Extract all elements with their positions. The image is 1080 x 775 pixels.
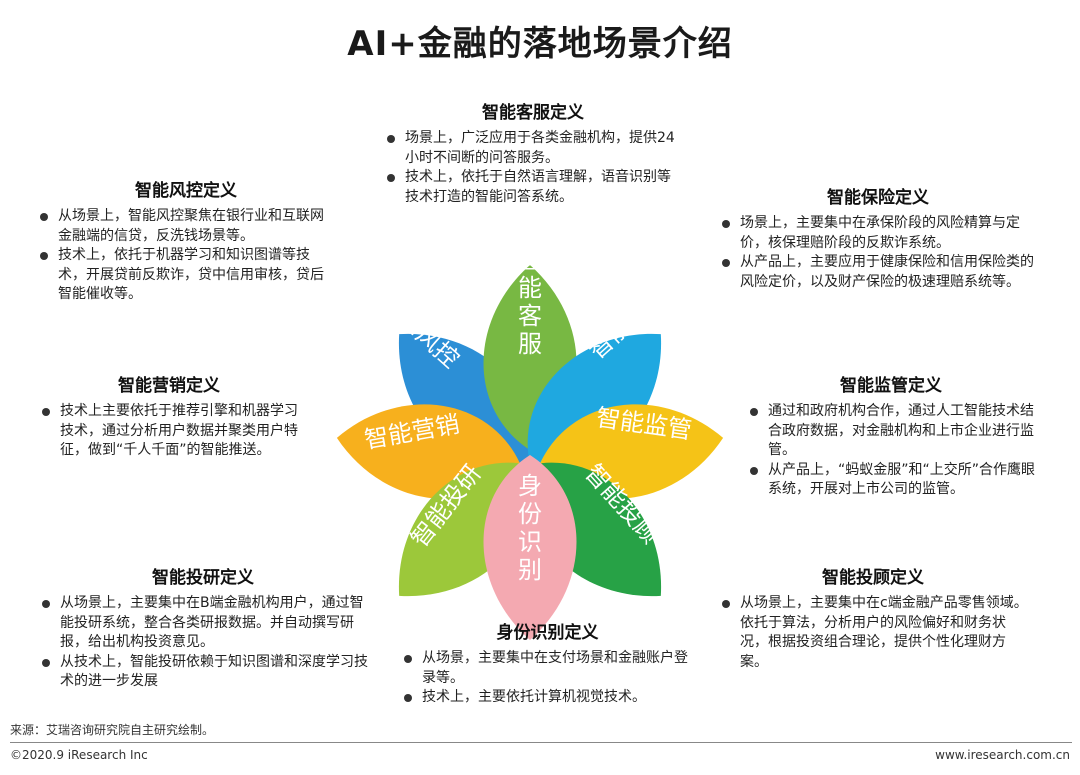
bullet-item: 从产品上，“蚂蚁金服”和“上交所”合作鹰眼系统，开展对上市公司的监管。 [746,461,1036,500]
bullet-item: 技术上，主要依托计算机视觉技术。 [400,688,695,708]
bullet-item: 技术上主要依托于推荐引擎和机器学习技术，通过分析用户数据并聚类用户特征，做到“千… [38,402,300,461]
bullet-item: 场景上，主要集中在承保阶段的风险精算与定价，核保理赔阶段的反欺诈系统。 [718,214,1038,253]
petal-label-kefu-char: 智 [518,246,542,274]
section-fengkong-heading: 智能风控定义 [36,176,336,201]
bullet-item: 场景上，广泛应用于各类金融机构，提供24小时不间断的问答服务。 [383,129,683,168]
section-baoxian-list: 场景上，主要集中在承保阶段的风险精算与定价，核保理赔阶段的反欺诈系统。从产品上，… [718,214,1038,292]
petal-label-shenfen-char: 识 [518,528,542,556]
bullet-item: 从场景上，智能风控聚焦在银行业和互联网金融端的信贷，反洗钱场景等。 [36,207,336,246]
bullet-item: 从场景上，主要集中在c端金融产品零售领域。依托于算法，分析用户的风险偏好和财务状… [718,594,1028,672]
section-yingxiao: 智能营销定义 技术上主要依托于推荐引擎和机器学习技术，通过分析用户数据并聚类用户… [38,371,300,461]
section-kefu-heading: 智能客服定义 [383,98,683,123]
bullet-item: 技术上，依托于自然语言理解，语音识别等技术打造的智能问答系统。 [383,168,683,207]
bullet-item: 从产品上，主要应用于健康保险和信用保险类的风险定价，以及财产保险的极速理赔系统等… [718,253,1038,292]
website-text: www.iresearch.com.cn [935,748,1070,762]
source-note: 来源：艾瑞咨询研究院自主研究绘制。 [10,721,214,738]
section-touyan-heading: 智能投研定义 [38,563,368,588]
bullet-item: 技术上，依托于机器学习和知识图谱等技术，开展贷前反欺诈，贷中信用审核，贷后智能催… [36,246,336,305]
bullet-item: 从场景，主要集中在支付场景和金融账户登录等。 [400,649,695,688]
section-tougu: 智能投顾定义 从场景上，主要集中在c端金融产品零售领域。依托于算法，分析用户的风… [718,563,1028,672]
section-tougu-heading: 智能投顾定义 [718,563,1028,588]
petal-label-kefu: 智 能 客 服 [518,246,542,358]
bullet-item: 从场景上，主要集中在B端金融机构用户，通过智能投研系统，整合各类研报数据。并自动… [38,594,368,653]
section-fengkong-list: 从场景上，智能风控聚焦在银行业和互联网金融端的信贷，反洗钱场景等。技术上，依托于… [36,207,336,305]
section-kefu-list: 场景上，广泛应用于各类金融机构，提供24小时不间断的问答服务。技术上，依托于自然… [383,129,683,207]
footer-divider [10,742,1072,743]
section-shenfen-list: 从场景，主要集中在支付场景和金融账户登录等。技术上，主要依托计算机视觉技术。 [400,649,695,708]
section-shenfen-heading: 身份识别定义 [400,618,695,643]
petal-label-shenfen-char: 身 [518,472,542,500]
section-shenfen: 身份识别定义 从场景，主要集中在支付场景和金融账户登录等。技术上，主要依托计算机… [400,618,695,708]
bullet-item: 从技术上，智能投研依赖于知识图谱和深度学习技术的进一步发展 [38,653,368,692]
section-baoxian: 智能保险定义 场景上，主要集中在承保阶段的风险精算与定价，核保理赔阶段的反欺诈系… [718,183,1038,292]
petal-label-shenfen-char: 别 [518,556,542,584]
section-touyan-list: 从场景上，主要集中在B端金融机构用户，通过智能投研系统，整合各类研报数据。并自动… [38,594,368,692]
section-baoxian-heading: 智能保险定义 [718,183,1038,208]
section-kefu: 智能客服定义 场景上，广泛应用于各类金融机构，提供24小时不间断的问答服务。技术… [383,98,683,207]
bullet-item: 通过和政府机构合作，通过人工智能技术结合政府数据，对金融机构和上市企业进行监管。 [746,402,1036,461]
section-tougu-list: 从场景上，主要集中在c端金融产品零售领域。依托于算法，分析用户的风险偏好和财务状… [718,594,1028,672]
petal-label-shenfen: 身 份 识 别 [518,472,542,584]
section-fengkong: 智能风控定义 从场景上，智能风控聚焦在银行业和互联网金融端的信贷，反洗钱场景等。… [36,176,336,305]
petal-label-shenfen-char: 份 [518,500,542,528]
copyright-text: ©2020.9 iResearch Inc [10,748,148,762]
section-jianguan-heading: 智能监管定义 [746,371,1036,396]
section-jianguan-list: 通过和政府机构合作，通过人工智能技术结合政府数据，对金融机构和上市企业进行监管。… [746,402,1036,500]
section-jianguan: 智能监管定义 通过和政府机构合作，通过人工智能技术结合政府数据，对金融机构和上市… [746,371,1036,500]
petal-label-kefu-char: 能 [518,274,542,302]
section-touyan: 智能投研定义 从场景上，主要集中在B端金融机构用户，通过智能投研系统，整合各类研… [38,563,368,692]
petal-label-kefu-char: 客 [518,302,542,330]
section-yingxiao-heading: 智能营销定义 [38,371,300,396]
section-yingxiao-list: 技术上主要依托于推荐引擎和机器学习技术，通过分析用户数据并聚类用户特征，做到“千… [38,402,300,461]
petal-label-kefu-char: 服 [518,330,542,358]
